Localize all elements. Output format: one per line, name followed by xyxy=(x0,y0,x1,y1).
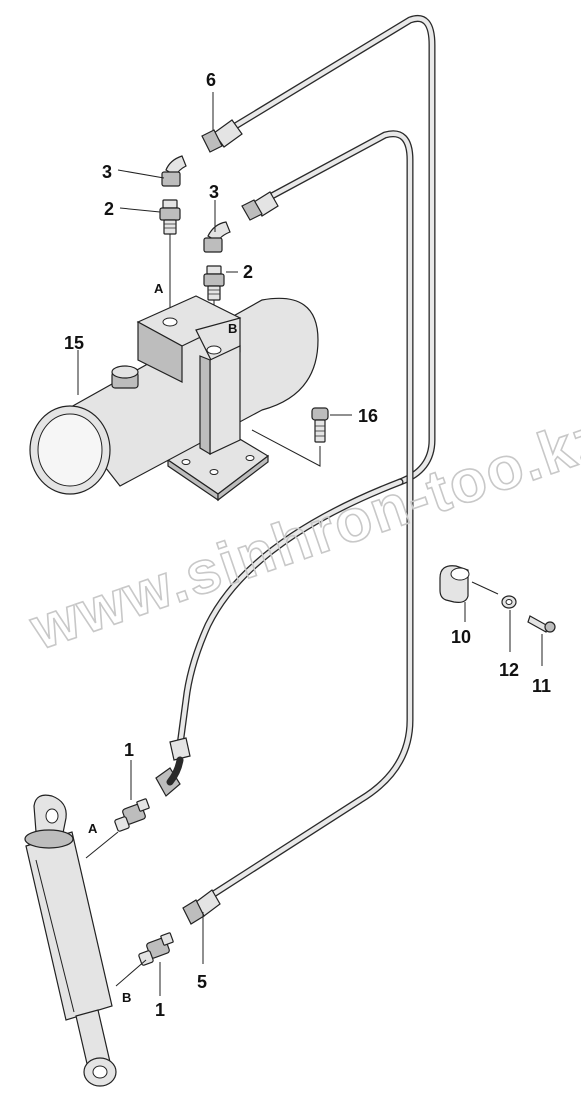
callout-12: 12 xyxy=(499,660,519,680)
port-label-a-pump: A xyxy=(154,281,164,296)
pipe-nut-cylinder-a xyxy=(155,737,191,797)
elbow-fitting-3b xyxy=(203,221,231,253)
leader-cyl-a xyxy=(85,831,119,859)
callout-10: 10 xyxy=(451,627,471,647)
clamp-10 xyxy=(439,565,470,603)
screw-11 xyxy=(527,615,556,633)
callout-15: 15 xyxy=(64,333,84,353)
callout-16: 16 xyxy=(358,406,378,426)
washer-12 xyxy=(501,595,517,609)
pump-unit-15 xyxy=(29,295,319,502)
pipe-nut-5 xyxy=(182,889,221,925)
callout-1-lower: 1 xyxy=(155,1000,165,1020)
callout-1-upper: 1 xyxy=(124,740,134,760)
fitting-1b xyxy=(138,932,174,966)
port-label-b-cylinder: B xyxy=(122,990,131,1005)
union-fitting-2a xyxy=(159,199,181,235)
callout-2-lower: 2 xyxy=(243,262,253,282)
elbow-fitting-3a xyxy=(161,155,187,187)
callout-3-upper: 3 xyxy=(102,162,112,182)
union-fitting-2b xyxy=(203,265,225,301)
callout-3-lower: 3 xyxy=(209,182,219,202)
pipe-return-to-cylinder-a xyxy=(176,478,404,749)
pipe-outer-6 xyxy=(228,15,436,486)
port-label-a-cylinder: A xyxy=(88,821,98,836)
pipe-nut-upper-b xyxy=(241,191,279,221)
hydraulic-cylinder xyxy=(24,794,117,1087)
pipe-nut-6 xyxy=(201,119,243,153)
callout-2-upper: 2 xyxy=(104,199,114,219)
pipe-inner-5 xyxy=(208,130,414,899)
bolt-16 xyxy=(311,407,329,443)
leader-cyl-b xyxy=(115,959,147,987)
fitting-1a xyxy=(114,798,150,832)
bolt-16-mount-leader xyxy=(251,429,321,467)
callout-11: 11 xyxy=(532,676,551,696)
callout-5: 5 xyxy=(197,972,207,992)
port-label-b-pump: B xyxy=(228,321,237,336)
callout-6: 6 xyxy=(206,70,216,90)
